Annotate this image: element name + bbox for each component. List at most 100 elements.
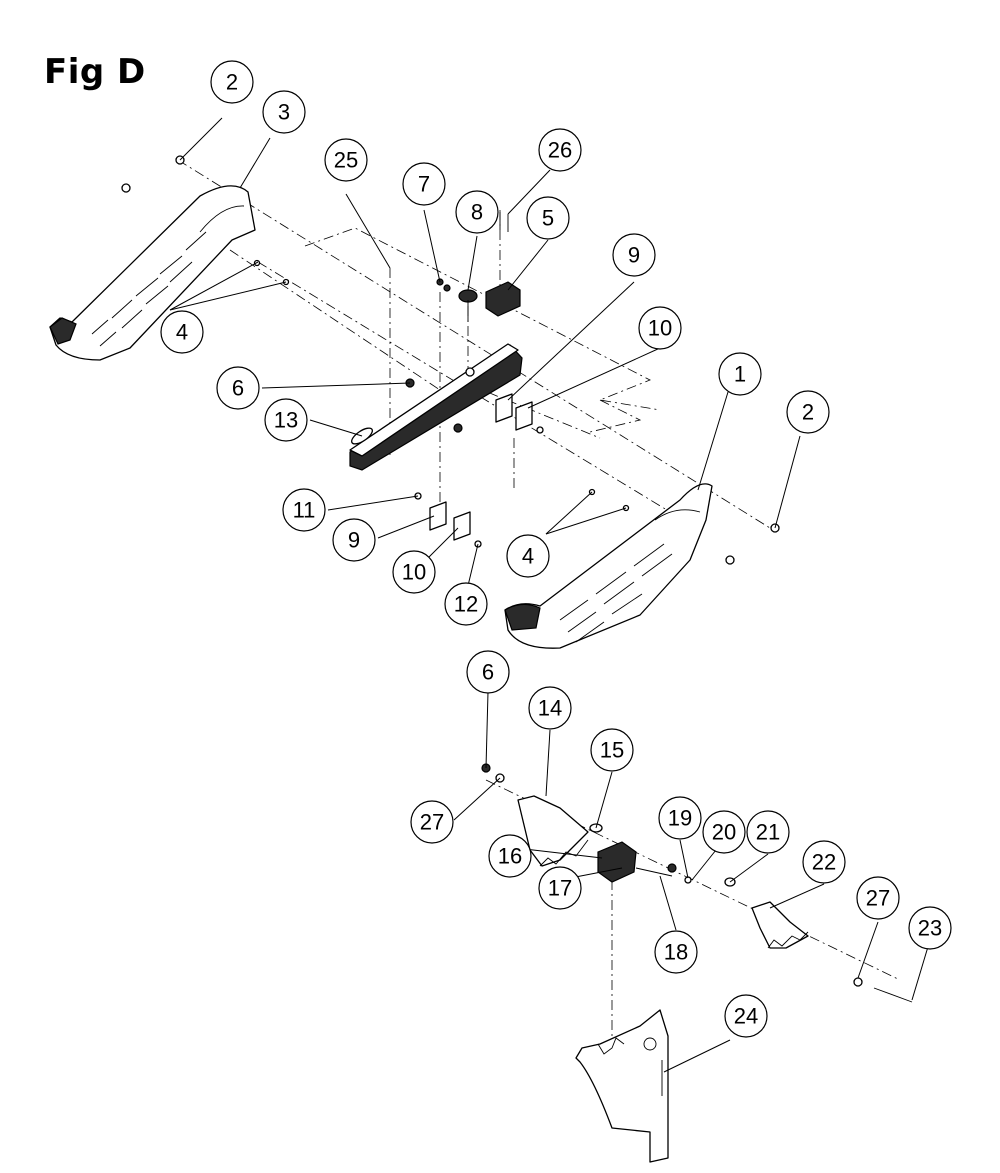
callout-27: 27 xyxy=(856,876,900,920)
callout-circle xyxy=(506,534,550,578)
callout-9: 9 xyxy=(612,233,656,277)
part-8-knob xyxy=(458,289,478,322)
callout-circle xyxy=(264,398,308,442)
part-1-right-foot-pedal xyxy=(504,483,713,649)
callout-10: 10 xyxy=(638,306,682,350)
callout-17: 17 xyxy=(538,866,582,910)
callout-label: 19 xyxy=(668,806,692,831)
figure-title: Fig D xyxy=(44,52,146,92)
callout-11: 11 xyxy=(282,488,326,532)
callout-label: 9 xyxy=(348,528,360,553)
part-17-18-shaft xyxy=(635,863,677,877)
callout-10: 10 xyxy=(392,550,436,594)
part-16-housing xyxy=(597,841,637,883)
callout-circle xyxy=(216,366,260,410)
callout-2: 2 xyxy=(786,390,830,434)
callout-label: 8 xyxy=(471,200,483,225)
callout-circle xyxy=(590,728,634,772)
callout-circle xyxy=(638,306,682,350)
part-13-main-bar xyxy=(349,343,523,471)
callout-label: 15 xyxy=(600,738,624,763)
callout-7: 7 xyxy=(402,162,446,206)
callout-circle xyxy=(718,352,762,396)
callout-8: 8 xyxy=(455,190,499,234)
callout-label: 16 xyxy=(498,844,522,869)
callout-6: 6 xyxy=(216,366,260,410)
callout-label: 6 xyxy=(482,660,494,685)
callout-label: 11 xyxy=(293,498,316,523)
callout-label: 17 xyxy=(548,876,572,901)
leader-lines xyxy=(169,117,931,1073)
part-14-ratchet-plate xyxy=(517,795,589,867)
callout-27: 27 xyxy=(410,800,454,844)
callout-circle xyxy=(466,650,510,694)
callout-circle xyxy=(786,390,830,434)
callout-label: 27 xyxy=(420,810,444,835)
callout-circle xyxy=(908,906,952,950)
callout-14: 14 xyxy=(528,686,572,730)
callout-23: 23 xyxy=(908,906,952,950)
callout-label: 13 xyxy=(274,408,298,433)
part-5-bracket-block xyxy=(485,281,521,317)
part-19-20-21-small-parts xyxy=(684,876,736,887)
callout-24: 24 xyxy=(724,994,768,1038)
callout-6: 6 xyxy=(466,650,510,694)
callout-25: 25 xyxy=(324,138,368,182)
callout-circle xyxy=(538,866,582,910)
callout-5: 5 xyxy=(526,196,570,240)
callout-circle xyxy=(410,800,454,844)
callout-3: 3 xyxy=(262,90,306,134)
callout-label: 2 xyxy=(802,400,814,425)
callout-circle xyxy=(282,488,326,532)
callout-circle xyxy=(488,834,532,878)
callout-circle xyxy=(526,196,570,240)
callout-circle xyxy=(746,810,790,854)
callout-label: 1 xyxy=(734,362,746,387)
callout-label: 25 xyxy=(334,148,358,173)
callout-circle xyxy=(724,994,768,1038)
callout-circle xyxy=(654,930,698,974)
callout-label: 27 xyxy=(866,886,890,911)
callout-circle xyxy=(538,128,582,172)
callout-circle xyxy=(402,162,446,206)
callout-label: 23 xyxy=(918,916,942,941)
callout-16: 16 xyxy=(488,834,532,878)
callout-label: 3 xyxy=(278,100,290,125)
callout-label: 4 xyxy=(176,320,188,345)
callout-circle xyxy=(160,310,204,354)
callout-26: 26 xyxy=(538,128,582,172)
callout-1: 1 xyxy=(718,352,762,396)
callout-label: 10 xyxy=(402,560,426,585)
callout-19: 19 xyxy=(658,796,702,840)
part-9-10-brackets-upper xyxy=(495,393,533,431)
callout-label: 9 xyxy=(628,243,640,268)
part-22-ratchet-plate xyxy=(751,901,809,949)
callout-circle xyxy=(392,550,436,594)
callout-label: 24 xyxy=(734,1004,758,1029)
callout-21: 21 xyxy=(746,810,790,854)
callout-circle xyxy=(332,518,376,562)
callout-label: 7 xyxy=(418,172,430,197)
callout-label: 5 xyxy=(542,206,554,231)
callout-circle xyxy=(455,190,499,234)
part-24-mounting-plate xyxy=(575,1009,669,1163)
callout-label: 26 xyxy=(548,138,572,163)
callout-circle xyxy=(612,233,656,277)
callout-15: 15 xyxy=(590,728,634,772)
callout-22: 22 xyxy=(802,840,846,884)
callout-9: 9 xyxy=(332,518,376,562)
callout-circle xyxy=(324,138,368,182)
callout-label: 2 xyxy=(226,70,238,95)
callout-label: 14 xyxy=(538,696,562,721)
callout-label: 21 xyxy=(756,820,780,845)
callout-18: 18 xyxy=(654,930,698,974)
callout-circle xyxy=(702,810,746,854)
callout-circle xyxy=(528,686,572,730)
callout-circle xyxy=(802,840,846,884)
callout-label: 12 xyxy=(454,592,478,617)
callout-label: 4 xyxy=(522,544,534,569)
callout-circle xyxy=(262,90,306,134)
callout-4: 4 xyxy=(506,534,550,578)
